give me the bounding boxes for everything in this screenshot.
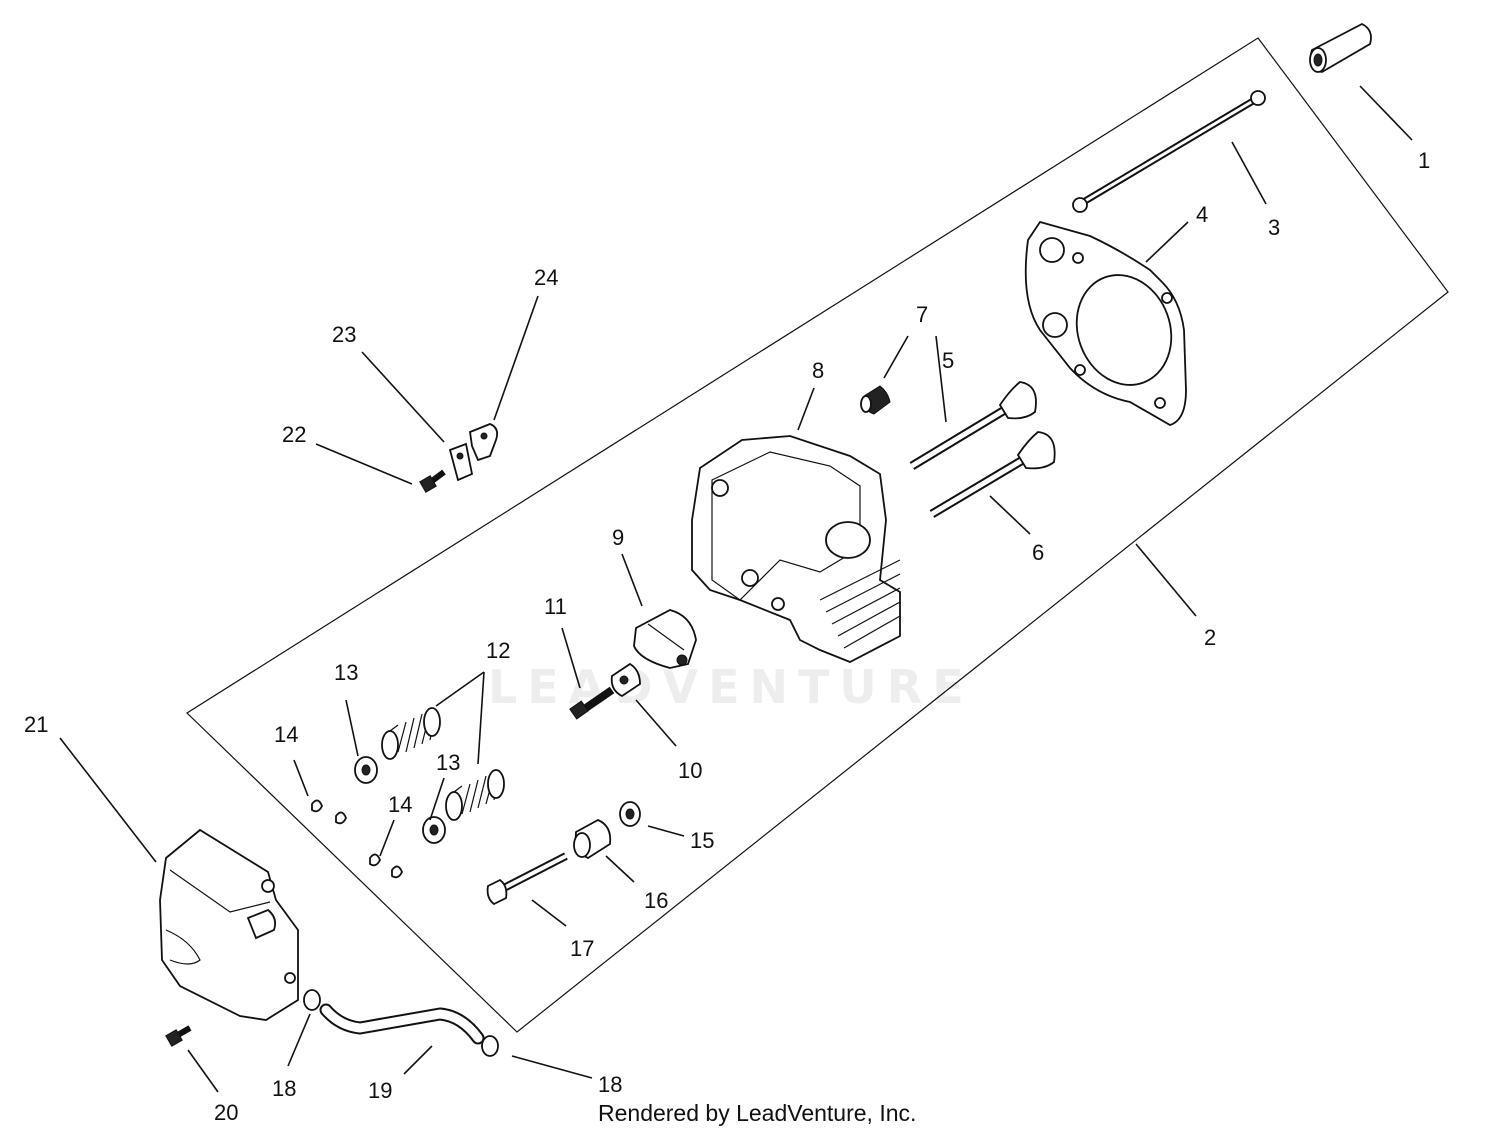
callout-8: 8: [812, 358, 824, 383]
callout-21: 21: [24, 712, 48, 737]
valve-spring-lower: [445, 769, 505, 821]
callout-15: 15: [690, 828, 714, 853]
callout-16: 16: [644, 888, 668, 913]
part-24-plate: [469, 423, 499, 462]
part-21-valve-cover: [159, 828, 299, 1021]
callout-22: 22: [282, 422, 306, 447]
part-3-push-rod: [1072, 90, 1266, 213]
callout-5: 5: [942, 348, 954, 373]
part-1-lifter: [1309, 22, 1372, 73]
callout-2: 2: [1204, 625, 1216, 650]
part-19-breather-hose: [319, 1003, 485, 1045]
callout-10: 10: [678, 758, 702, 783]
valve-spring-upper: [381, 707, 441, 760]
callout-19: 19: [368, 1078, 392, 1103]
callout-17: 17: [570, 936, 594, 961]
part-18-clamps: [303, 989, 499, 1057]
callout-18a: 18: [272, 1076, 296, 1101]
keeper-upper: [311, 799, 347, 825]
part-20-screw: [165, 1025, 192, 1047]
callout-14b: 14: [388, 792, 412, 817]
part-15-washer: [619, 801, 641, 827]
callout-24: 24: [534, 265, 558, 290]
callout-numbers: 1 2 3 4 5 6 7 8 9 10 11 12 13 13 14 14 1…: [24, 148, 1430, 1125]
callout-23: 23: [332, 322, 356, 347]
callout-9: 9: [612, 525, 624, 550]
part-16-spacer: [573, 819, 612, 860]
callout-13a: 13: [334, 660, 358, 685]
part-6-valve: [929, 431, 1056, 518]
part-17-head-bolt: [486, 852, 568, 906]
callout-12: 12: [486, 638, 510, 663]
assembly-boundary: [186, 37, 1449, 1033]
part-7-insert: [860, 385, 891, 415]
callout-14a: 14: [274, 722, 298, 747]
callout-11: 11: [544, 594, 567, 619]
part-14-keepers: [311, 799, 403, 879]
part-4-gasket: [1024, 220, 1187, 426]
callout-3: 3: [1268, 215, 1280, 240]
callout-20: 20: [214, 1100, 238, 1125]
part-5-valve: [909, 381, 1037, 470]
callout-6: 6: [1032, 540, 1044, 565]
callout-4: 4: [1196, 202, 1208, 227]
callout-7: 7: [916, 302, 928, 327]
keeper-lower: [369, 853, 403, 879]
part-13-retainers: [354, 756, 446, 844]
credit-text: Rendered by LeadVenture, Inc.: [598, 1100, 917, 1126]
callout-18b: 18: [598, 1072, 622, 1097]
part-9-rocker-arm: [633, 609, 697, 669]
part-22-bolt: [419, 469, 446, 493]
part-12-valve-springs: [381, 707, 505, 821]
watermark-text: LEADVENTURE: [488, 660, 974, 714]
part-23-bracket: [448, 442, 474, 482]
callout-1: 1: [1418, 148, 1430, 173]
callout-13b: 13: [436, 750, 460, 775]
part-10-stud: [610, 662, 641, 698]
part-11-screw: [569, 686, 615, 720]
retainer-lower: [422, 816, 446, 844]
leader-lines: [59, 85, 1413, 1093]
retainer-upper: [354, 756, 378, 784]
part-8-cylinder-head: [691, 435, 901, 663]
